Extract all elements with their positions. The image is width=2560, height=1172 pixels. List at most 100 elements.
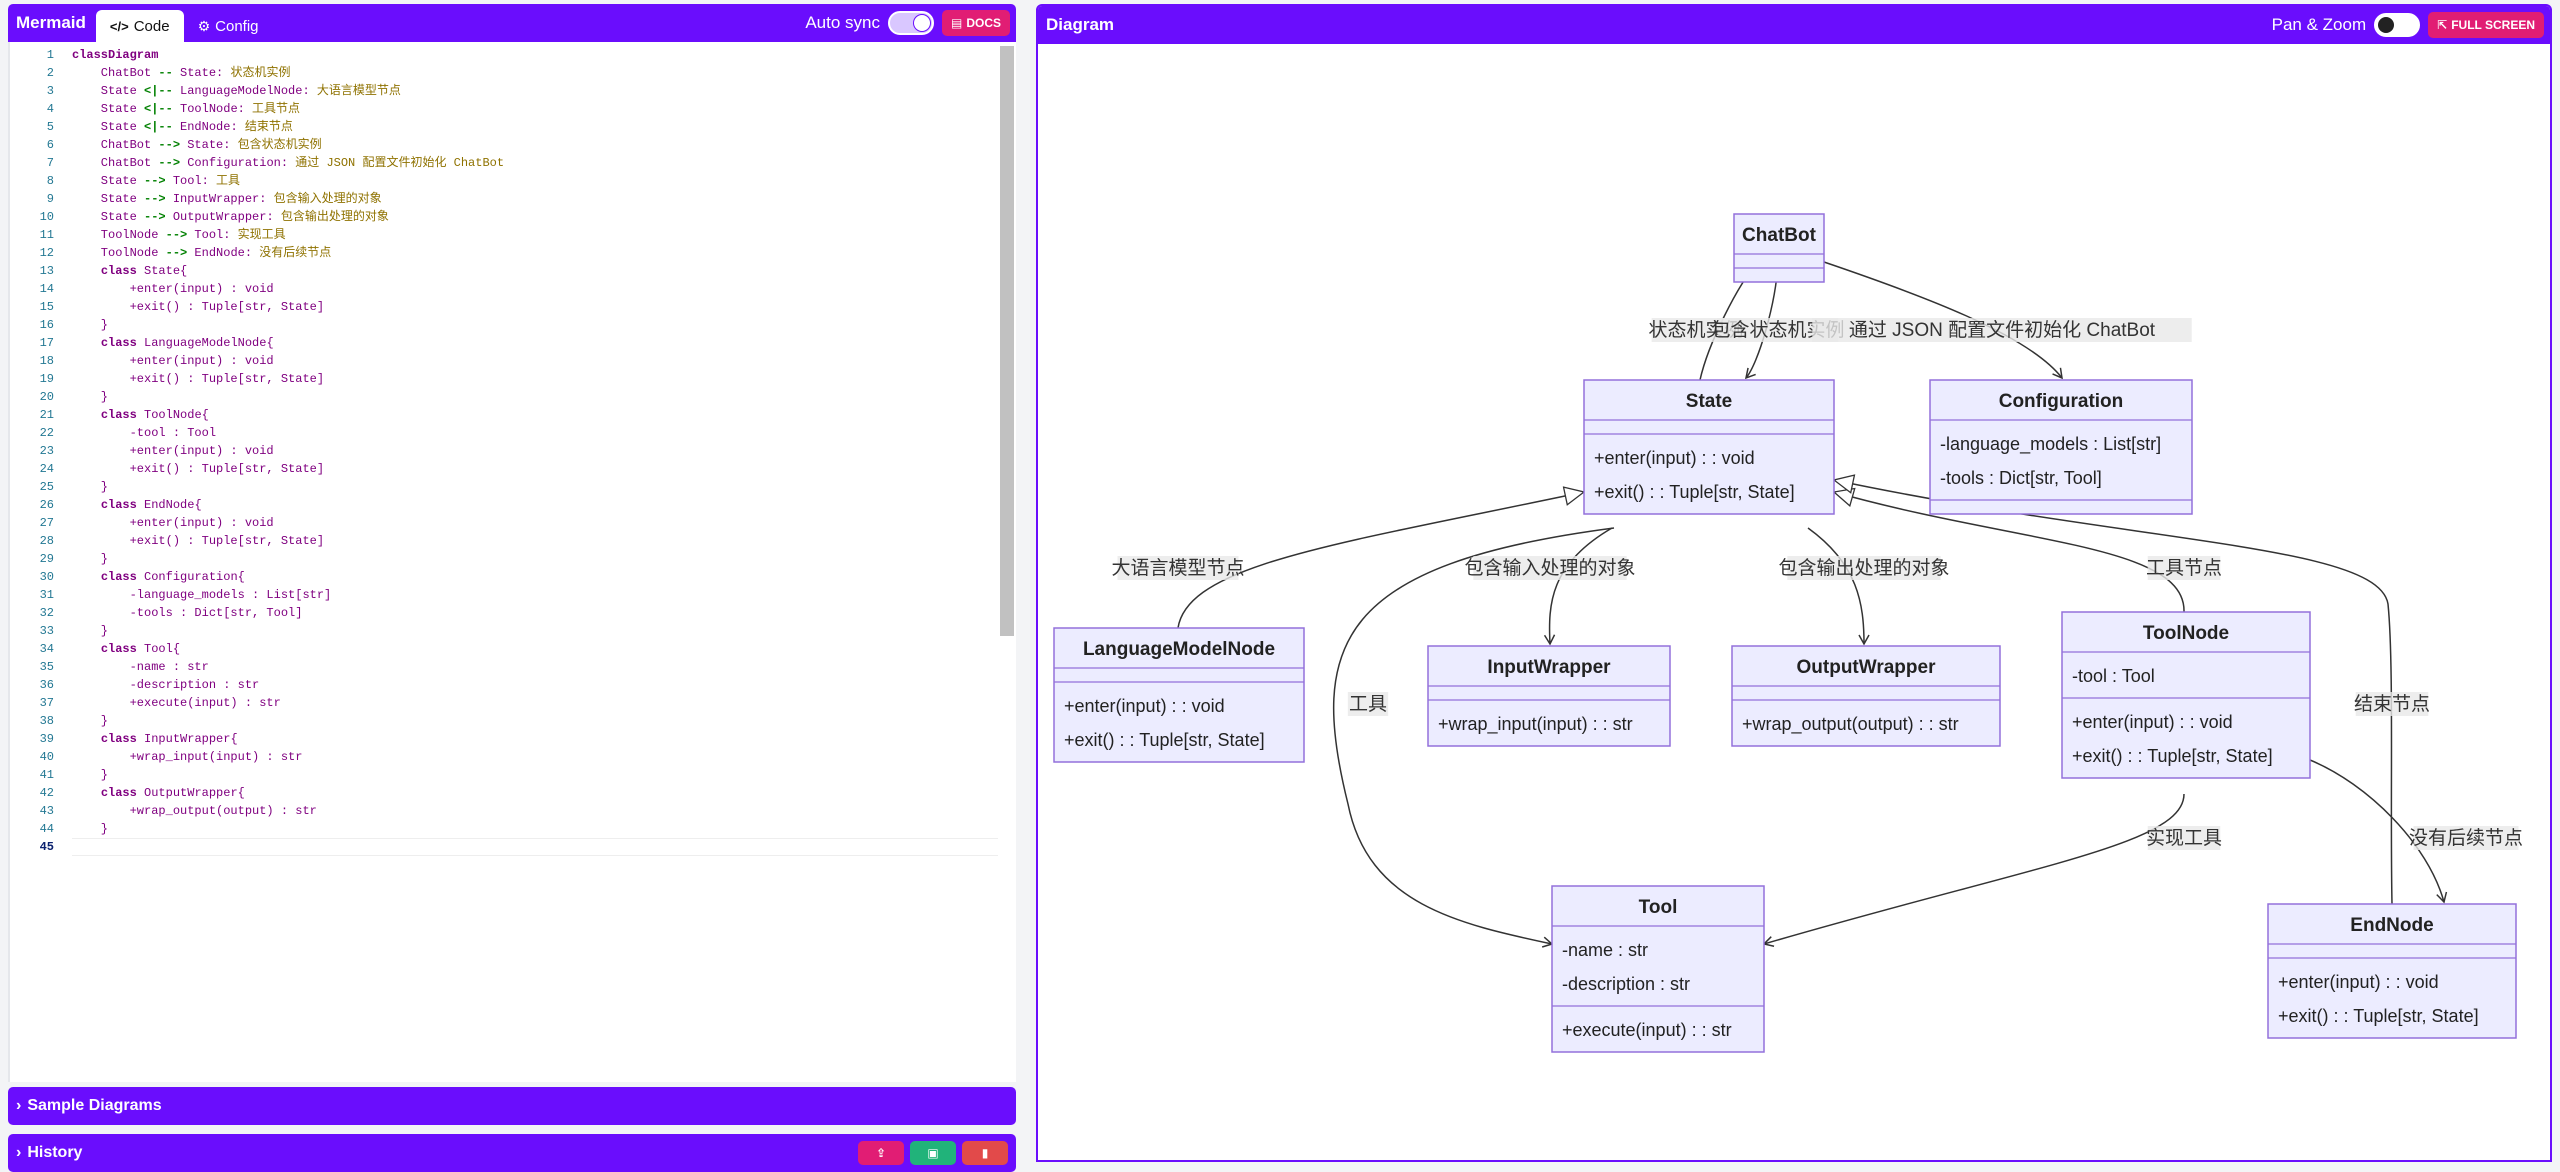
code-area[interactable]: classDiagram ChatBot -- State: 状态机实例 Sta… (72, 46, 998, 856)
class-method: +exit() : : Tuple[str, State] (2072, 746, 2273, 766)
line-number: 6 (46, 138, 54, 152)
edge-label: 包含输出处理的对象 (1778, 556, 1950, 580)
docs-label: DOCS (966, 16, 1001, 30)
code-line: State --> OutputWrapper: 包含输出处理的对象 (72, 210, 389, 224)
editor-header: Mermaid </> Code ⚙ Config Auto sync ▤ DO… (8, 4, 1016, 42)
edge-label-text: 包含输入处理的对象 (1464, 557, 1635, 579)
code-line: State <|-- EndNode: 结束节点 (72, 120, 293, 134)
code-line: State --> InputWrapper: 包含输入处理的对象 (72, 192, 382, 206)
code-line: ChatBot --> Configuration: 通过 JSON 配置文件初… (72, 156, 505, 170)
external-link-icon: ⇱ (2437, 18, 2448, 32)
line-number: 5 (46, 120, 54, 134)
edge-label: 工具 (1347, 692, 1389, 716)
line-number: 35 (39, 660, 54, 674)
line-number: 41 (39, 768, 54, 782)
full-screen-button[interactable]: ⇱ FULL SCREEN (2428, 12, 2544, 38)
class-attribute: -tools : Dict[str, Tool] (1940, 468, 2102, 488)
diagram-header: Diagram Pan & Zoom ⇱ FULL SCREEN (1038, 6, 2550, 44)
editor-scrollbar[interactable] (1000, 46, 1014, 636)
diagram-title: Diagram (1046, 15, 1115, 34)
code-line: State --> Tool: 工具 (72, 174, 241, 188)
class-method: +wrap_input(input) : : str (1438, 714, 1633, 735)
edge-label-text: 包含输出处理的对象 (1778, 557, 1949, 579)
class-method: +enter(input) : : void (2072, 712, 2233, 732)
edge-label: 包含输入处理的对象 (1464, 556, 1636, 580)
full-screen-label: FULL SCREEN (2451, 18, 2535, 32)
class-node-state: State+enter(input) : : void+exit() : : T… (1583, 379, 1835, 515)
code-line: +enter(input) : void (72, 282, 274, 296)
code-line: +enter(input) : void (72, 444, 274, 458)
code-line: classDiagram (72, 48, 159, 62)
class-node-configuration: Configuration-language_models : List[str… (1929, 379, 2193, 515)
class-name: Tool (1639, 897, 1678, 918)
code-line: +wrap_output(output) : str (72, 804, 317, 818)
line-number: 45 (39, 840, 54, 854)
edge-label: 工具节点 (2146, 556, 2222, 580)
line-number: 4 (46, 102, 54, 116)
code-line: class ToolNode{ (100, 408, 209, 422)
code-line: class InputWrapper{ (100, 732, 238, 746)
class-method: +execute(input) : : str (1562, 1020, 1732, 1040)
docs-button[interactable]: ▤ DOCS (941, 10, 1010, 36)
edge-label-text: 工具 (1349, 694, 1387, 715)
line-number: 38 (39, 714, 54, 728)
pan-zoom-toggle[interactable] (2374, 13, 2421, 37)
class-node-endnode: EndNode+enter(input) : : void+exit() : :… (2267, 903, 2517, 1039)
tab-config[interactable]: ⚙ Config (184, 10, 273, 42)
code-line: class State{ (100, 264, 188, 278)
code-line: +wrap_input(input) : str (72, 750, 303, 764)
trash-icon[interactable]: ▮ (962, 1141, 1008, 1165)
code-line (72, 838, 998, 856)
edge-toolnode-state (1834, 492, 2185, 613)
line-number: 22 (39, 426, 54, 440)
code-line: +exit() : Tuple[str, State] (72, 300, 325, 314)
class-method: +enter(input) : : void (2278, 972, 2439, 992)
auto-sync-toggle[interactable] (887, 11, 934, 35)
class-method: +exit() : : Tuple[str, State] (1064, 730, 1265, 750)
class-attribute: -name : str (1562, 940, 1648, 960)
sample-diagrams-section[interactable]: › Sample Diagrams (8, 1087, 1016, 1125)
edge-label: 结束节点 (2354, 692, 2430, 716)
edge-label: 通过 JSON 配置文件初始化 ChatBot (1812, 318, 2192, 342)
edge-chatbot-configuration (1823, 261, 2063, 380)
line-number: 19 (39, 372, 54, 386)
line-number: 10 (39, 210, 54, 224)
line-number: 9 (46, 192, 54, 206)
class-node-toolnode: ToolNode-tool : Tool+enter(input) : : vo… (2061, 611, 2311, 779)
history-actions: ⇪ ▣ ▮ (858, 1141, 1008, 1165)
edge-label: 大语言模型节点 (1111, 556, 1245, 580)
tab-code[interactable]: </> Code (95, 10, 184, 42)
upload-icon[interactable]: ⇪ (858, 1141, 904, 1165)
class-node-languagemodelnode: LanguageModelNode+enter(input) : : void+… (1053, 627, 1305, 763)
book-icon: ▤ (950, 16, 963, 30)
line-number: 12 (39, 246, 54, 260)
line-number: 20 (39, 390, 54, 404)
code-line: ToolNode --> EndNode: 没有后续节点 (72, 246, 332, 260)
auto-sync-label: Auto sync (805, 13, 880, 32)
class-attribute: -tool : Tool (2072, 666, 2155, 686)
line-number: 14 (39, 282, 54, 296)
line-number: 26 (39, 498, 54, 512)
class-node-tool: Tool-name : str-description : str+execut… (1551, 885, 1765, 1053)
class-name: ChatBot (1742, 225, 1817, 246)
line-number: 34 (39, 642, 54, 656)
save-icon[interactable]: ▣ (910, 1141, 956, 1165)
code-line: } (72, 552, 109, 566)
line-number: 25 (39, 480, 54, 494)
edge-label-text: 结束节点 (2354, 693, 2430, 715)
edge-lmnode-state (1177, 492, 1584, 629)
code-line: ChatBot --> State: 包含状态机实例 (72, 138, 322, 152)
history-section[interactable]: › History ⇪ ▣ ▮ (8, 1134, 1016, 1172)
history-label: History (27, 1144, 83, 1161)
edge-state-inputwrapper (1543, 527, 1613, 646)
class-method: +exit() : : Tuple[str, State] (2278, 1006, 2479, 1026)
line-number: 37 (39, 696, 54, 710)
code-line: } (72, 822, 109, 836)
code-line: +enter(input) : void (72, 516, 274, 530)
line-number: 36 (39, 678, 54, 692)
line-number: 28 (39, 534, 54, 548)
line-number: 1 (46, 48, 54, 62)
